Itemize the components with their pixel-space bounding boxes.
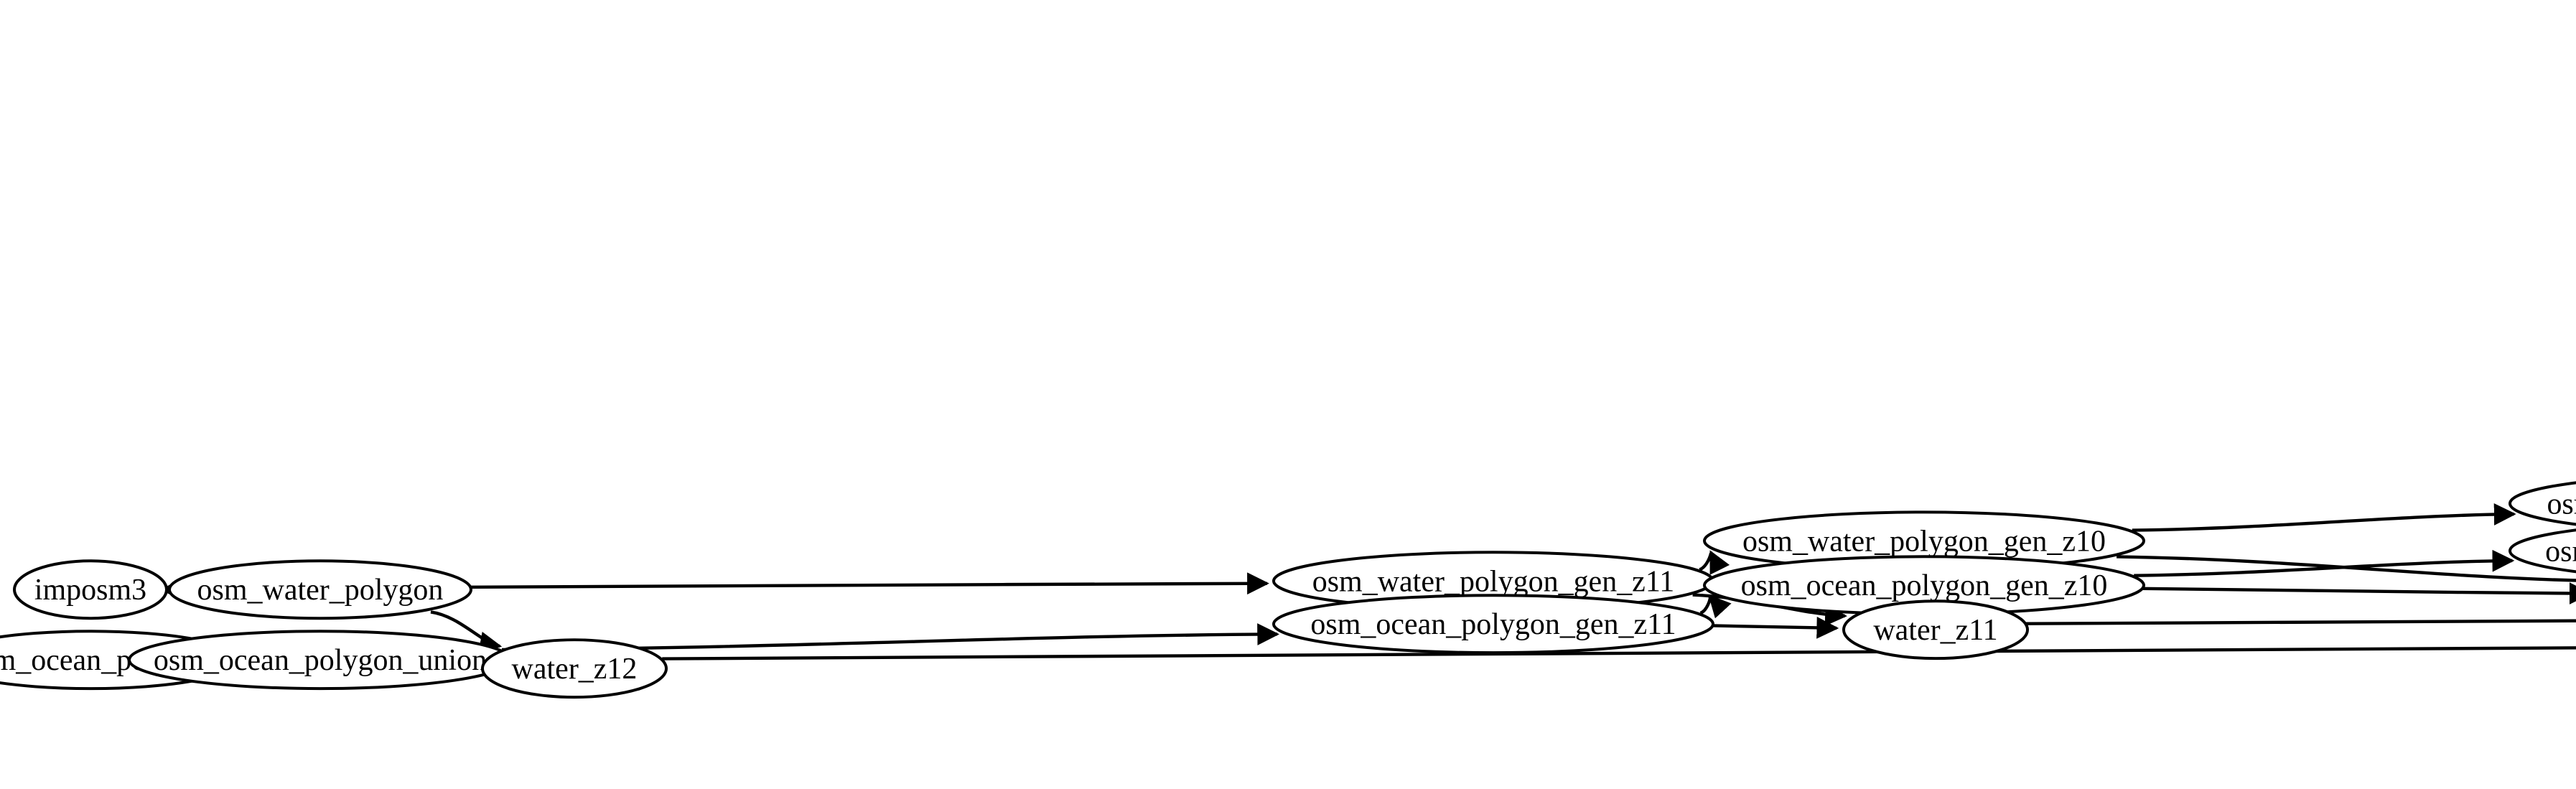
edge-osm_ocean_polygon_gen_z11-to-water_z11	[1712, 616, 1839, 639]
node-label-osm_ocean_polygon_gen_z10: osm_ocean_polygon_gen_z10	[1741, 569, 2108, 602]
edge-water_z11-to-layer_water-z11	[2025, 621, 2576, 625]
node-osm_ocean_polygon_union[interactable]: osm_ocean_polygon_union	[128, 630, 513, 691]
node-osm_water_polygon[interactable]: osm_water_polygon	[168, 559, 472, 620]
node-label-osm_ocean_polygon_gen_z11: osm_ocean_polygon_gen_z11	[1310, 608, 1676, 641]
edge-osm_water_polygon-to-osm_water_polygon_gen_z11	[470, 572, 1269, 595]
node-osm_water_polygon_gen_z10[interactable]: osm_water_polygon_gen_z10	[1703, 510, 2145, 571]
edge-osm_ocean_polygon_gen_z10-to-osm_ocean_polygon_gen_z9	[2134, 549, 2515, 577]
node-osm_ocean_polygon_gen_z9[interactable]: osm_ocean_polygon_gen_z9	[2509, 522, 2576, 579]
node-osm_ocean_polygon_gen_z11[interactable]: osm_ocean_polygon_gen_z11	[1272, 594, 1714, 655]
node-osm_water_polygon_gen_z9[interactable]: osm_water_polygon_gen_z9	[2509, 475, 2576, 532]
node-label-osm_water_polygon_gen_z11: osm_water_polygon_gen_z11	[1312, 565, 1675, 598]
edge-osm_water_polygon-to-water_z12	[430, 610, 503, 654]
edge-osm_ocean_polygon_gen_z11-to-osm_ocean_polygon_gen_z10	[1699, 594, 1732, 619]
edge-osm_water_polygon_gen_z11-to-osm_water_polygon_gen_z10	[1699, 550, 1730, 575]
edge-osm_water_polygon_gen_z10-to-osm_water_polygon_gen_z9	[2132, 503, 2516, 532]
node-imposm3[interactable]: imposm3	[13, 559, 168, 620]
node-osm_water_polygon_gen_z11[interactable]: osm_water_polygon_gen_z11	[1272, 551, 1714, 612]
node-label-osm_ocean_polygon_gen_z9: osm_ocean_polygon_gen_z9	[2545, 535, 2576, 568]
node-label-osm_ocean_polygon_union: osm_ocean_polygon_union	[154, 644, 487, 677]
node-label-imposm3: imposm3	[34, 574, 146, 607]
node-water_z12[interactable]: water_z12	[481, 638, 668, 699]
node-label-water_z12: water_z12	[512, 653, 638, 686]
edge-osm_ocean_polygon_gen_z10-to-water_z10	[2142, 582, 2576, 605]
node-label-osm_water_polygon_gen_z9: osm_water_polygon_gen_z9	[2547, 487, 2576, 520]
edge-osm_water_polygon_gen_z10-to-water_z10	[2117, 555, 2576, 582]
node-label-osm_water_polygon_gen_z10: osm_water_polygon_gen_z10	[1742, 525, 2106, 558]
node-layer: ne_110m_oceanne_110m_ocean_gen_z1ne_110m…	[0, 475, 2576, 699]
node-label-water_z11: water_z11	[1873, 614, 1997, 647]
node-water_z11[interactable]: water_z11	[1842, 599, 2029, 660]
node-osm_ocean_polygon_gen_z10[interactable]: osm_ocean_polygon_gen_z10	[1703, 555, 2145, 616]
node-label-osm_water_polygon: osm_water_polygon	[197, 574, 444, 607]
